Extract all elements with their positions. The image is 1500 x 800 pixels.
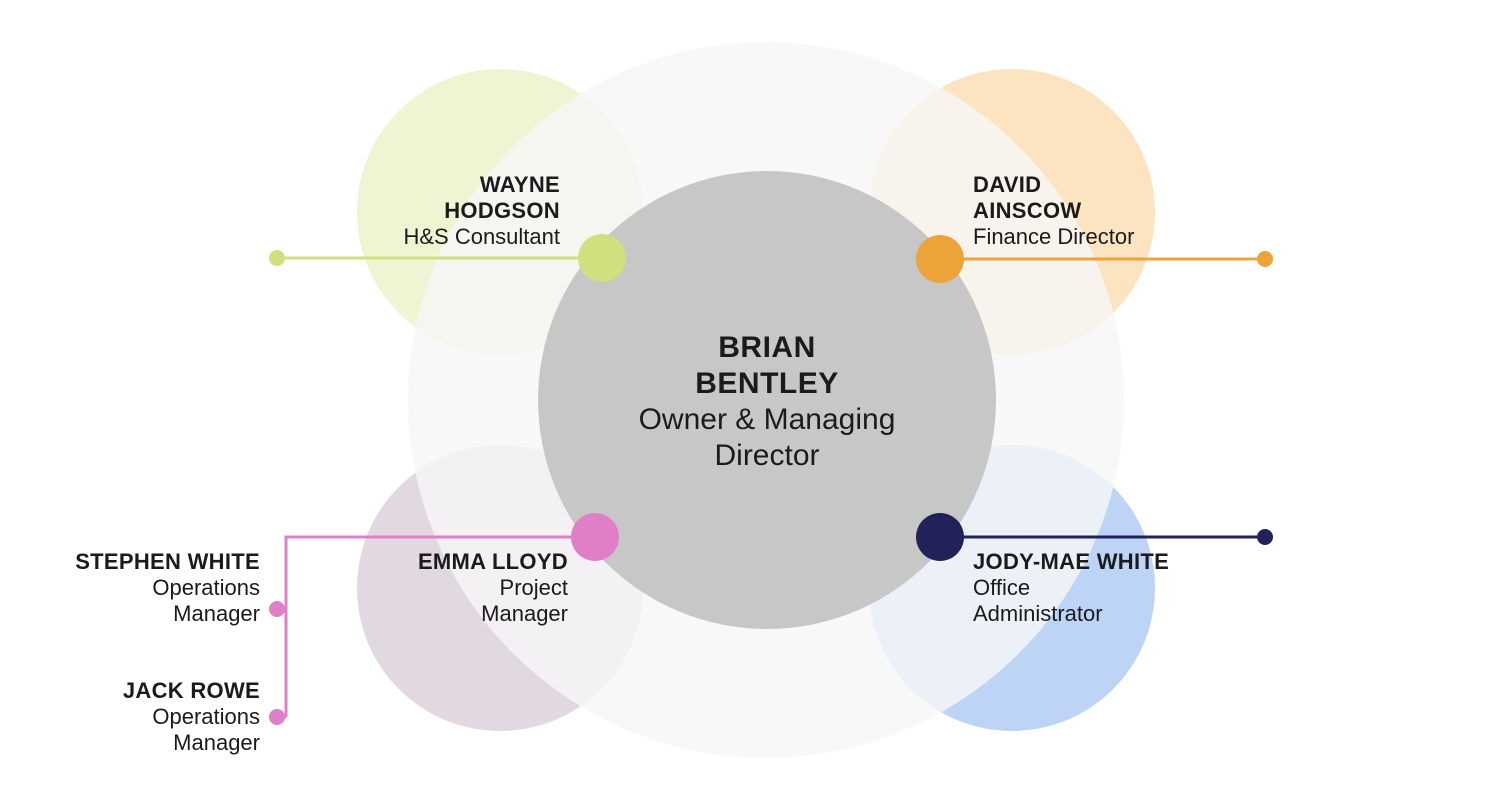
center-role-line2: Director: [714, 439, 820, 472]
center-name-line2: BENTLEY: [695, 367, 839, 400]
center-name-line1: BRIAN: [718, 331, 816, 364]
jody-name: JODY-MAE WHITE: [973, 549, 1170, 574]
wayne-end-dot: [269, 250, 285, 266]
david-node-dot: [916, 235, 964, 283]
jody-node-dot: [916, 513, 964, 561]
center-person-label: BRIAN BENTLEY Owner & Managing Director: [567, 330, 967, 474]
wayne-label: WAYNE HODGSON H&S Consultant: [403, 172, 560, 250]
emma-role-line1: Project: [499, 575, 568, 600]
david-role: Finance Director: [973, 224, 1135, 249]
emma-role-line2: Manager: [481, 601, 568, 626]
wayne-node-dot: [578, 234, 626, 282]
jack-end-dot: [269, 709, 285, 725]
wayne-role: H&S Consultant: [403, 224, 560, 249]
emma-label: EMMA LLOYD Project Manager: [418, 549, 568, 627]
jody-role-line1: Office: [973, 575, 1031, 600]
jody-label: JODY-MAE WHITE Office Administrator: [973, 549, 1169, 627]
center-role-line1: Owner & Managing: [638, 403, 896, 436]
david-label: DAVID AINSCOW Finance Director: [973, 172, 1134, 250]
jack-label: JACK ROWE Operations Manager: [123, 678, 260, 756]
emma-name: EMMA LLOYD: [417, 549, 568, 574]
stephen-label: STEPHEN WHITE Operations Manager: [75, 549, 260, 627]
stephen-end-dot: [269, 601, 285, 617]
jack-name: JACK ROWE: [122, 678, 260, 703]
wayne-name-line1: WAYNE: [479, 172, 560, 197]
jack-role-line2: Manager: [173, 730, 260, 755]
center-circle: [538, 171, 996, 629]
stephen-role-line2: Manager: [173, 601, 260, 626]
jody-role-line2: Administrator: [973, 601, 1103, 626]
jack-role-line1: Operations: [152, 704, 260, 729]
emma-connector-line: [284, 535, 595, 717]
stephen-name: STEPHEN WHITE: [75, 549, 260, 574]
david-name-line2: AINSCOW: [973, 198, 1082, 223]
emma-node-dot: [571, 513, 619, 561]
david-end-dot: [1257, 251, 1273, 267]
david-name-line1: DAVID: [973, 172, 1042, 197]
jody-end-dot: [1257, 529, 1273, 545]
stephen-role-line1: Operations: [152, 575, 260, 600]
wayne-name-line2: HODGSON: [444, 198, 560, 223]
